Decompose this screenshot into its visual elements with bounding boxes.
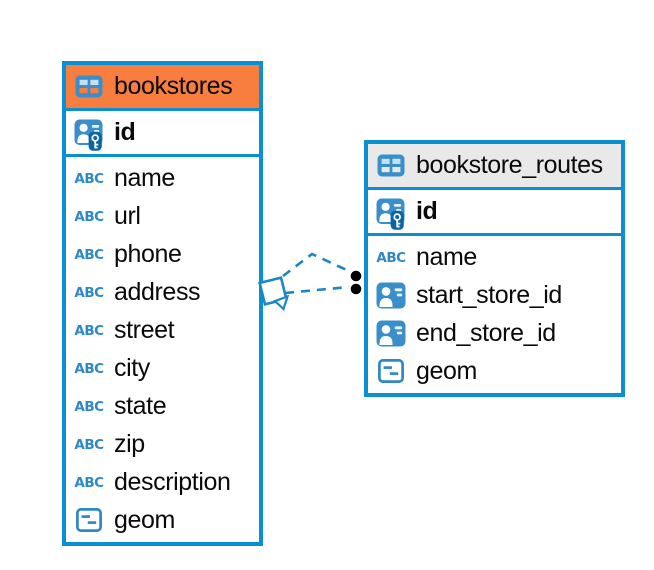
text-type-icon [73,398,105,414]
column-name: end_store_id [416,318,556,347]
table-icon [375,154,407,177]
table-columns: name start_store_id end_store_id geom [368,236,621,393]
column-row[interactable]: name [368,238,621,276]
column-row[interactable]: start_store_id [368,276,621,314]
foreign-key-icon [375,282,407,309]
relationship-line-upper [282,252,352,278]
text-type-icon [73,360,105,376]
column-row[interactable]: geom [66,501,259,539]
foreign-key-icon [375,320,407,347]
geometry-type-icon [375,359,407,383]
table-header-bookstore-routes[interactable]: bookstore_routes [368,144,621,190]
column-name: zip [114,429,145,458]
column-name: phone [114,239,182,268]
table-name: bookstores [114,72,233,100]
column-name: url [114,201,141,230]
column-row[interactable]: phone [66,235,259,273]
dot-endpoint-upper [348,268,364,284]
column-name: geom [114,505,175,534]
column-row[interactable]: name [66,159,259,197]
column-name: id [416,197,438,225]
primary-key-icon [375,191,407,232]
text-type-icon [73,246,105,262]
column-row[interactable]: geom [368,352,621,390]
column-row-id[interactable]: id [66,111,259,157]
table-header-bookstores[interactable]: bookstores [66,65,259,111]
column-row[interactable]: description [66,463,259,501]
column-name: address [114,277,201,306]
column-name: state [114,391,167,420]
text-type-icon [73,436,105,452]
geometry-type-icon [73,508,105,532]
primary-key-icon [73,112,105,153]
column-row[interactable]: state [66,387,259,425]
table-name: bookstore_routes [416,151,603,179]
relationship-line-lower [284,285,350,295]
column-name: street [114,315,175,344]
column-row[interactable]: street [66,311,259,349]
column-row[interactable]: end_store_id [368,314,621,352]
diamond-endpoint [258,276,288,306]
relationship-bookstores-bookstore-routes[interactable] [258,252,364,311]
table-columns: name url phone address street city [66,157,259,542]
column-name: start_store_id [416,280,562,309]
text-type-icon [73,208,105,224]
column-name: geom [416,356,477,385]
column-row[interactable]: address [66,273,259,311]
table-bookstore-routes[interactable]: bookstore_routes id name start_store_id … [364,140,625,397]
text-type-icon [73,170,105,186]
diamond-flap [272,294,290,311]
text-type-icon [73,284,105,300]
table-icon [73,75,105,98]
text-type-icon [73,322,105,338]
column-row-id[interactable]: id [368,190,621,236]
column-row[interactable]: url [66,197,259,235]
column-name: description [114,467,231,496]
text-type-icon [73,474,105,490]
column-name: name [416,242,477,271]
text-type-icon [375,249,407,265]
column-name: name [114,163,175,192]
column-name: id [114,118,136,146]
table-bookstores[interactable]: bookstores id name url phone addre [62,61,263,546]
column-name: city [114,353,150,382]
column-row[interactable]: zip [66,425,259,463]
column-row[interactable]: city [66,349,259,387]
dot-endpoint-lower [348,281,364,297]
